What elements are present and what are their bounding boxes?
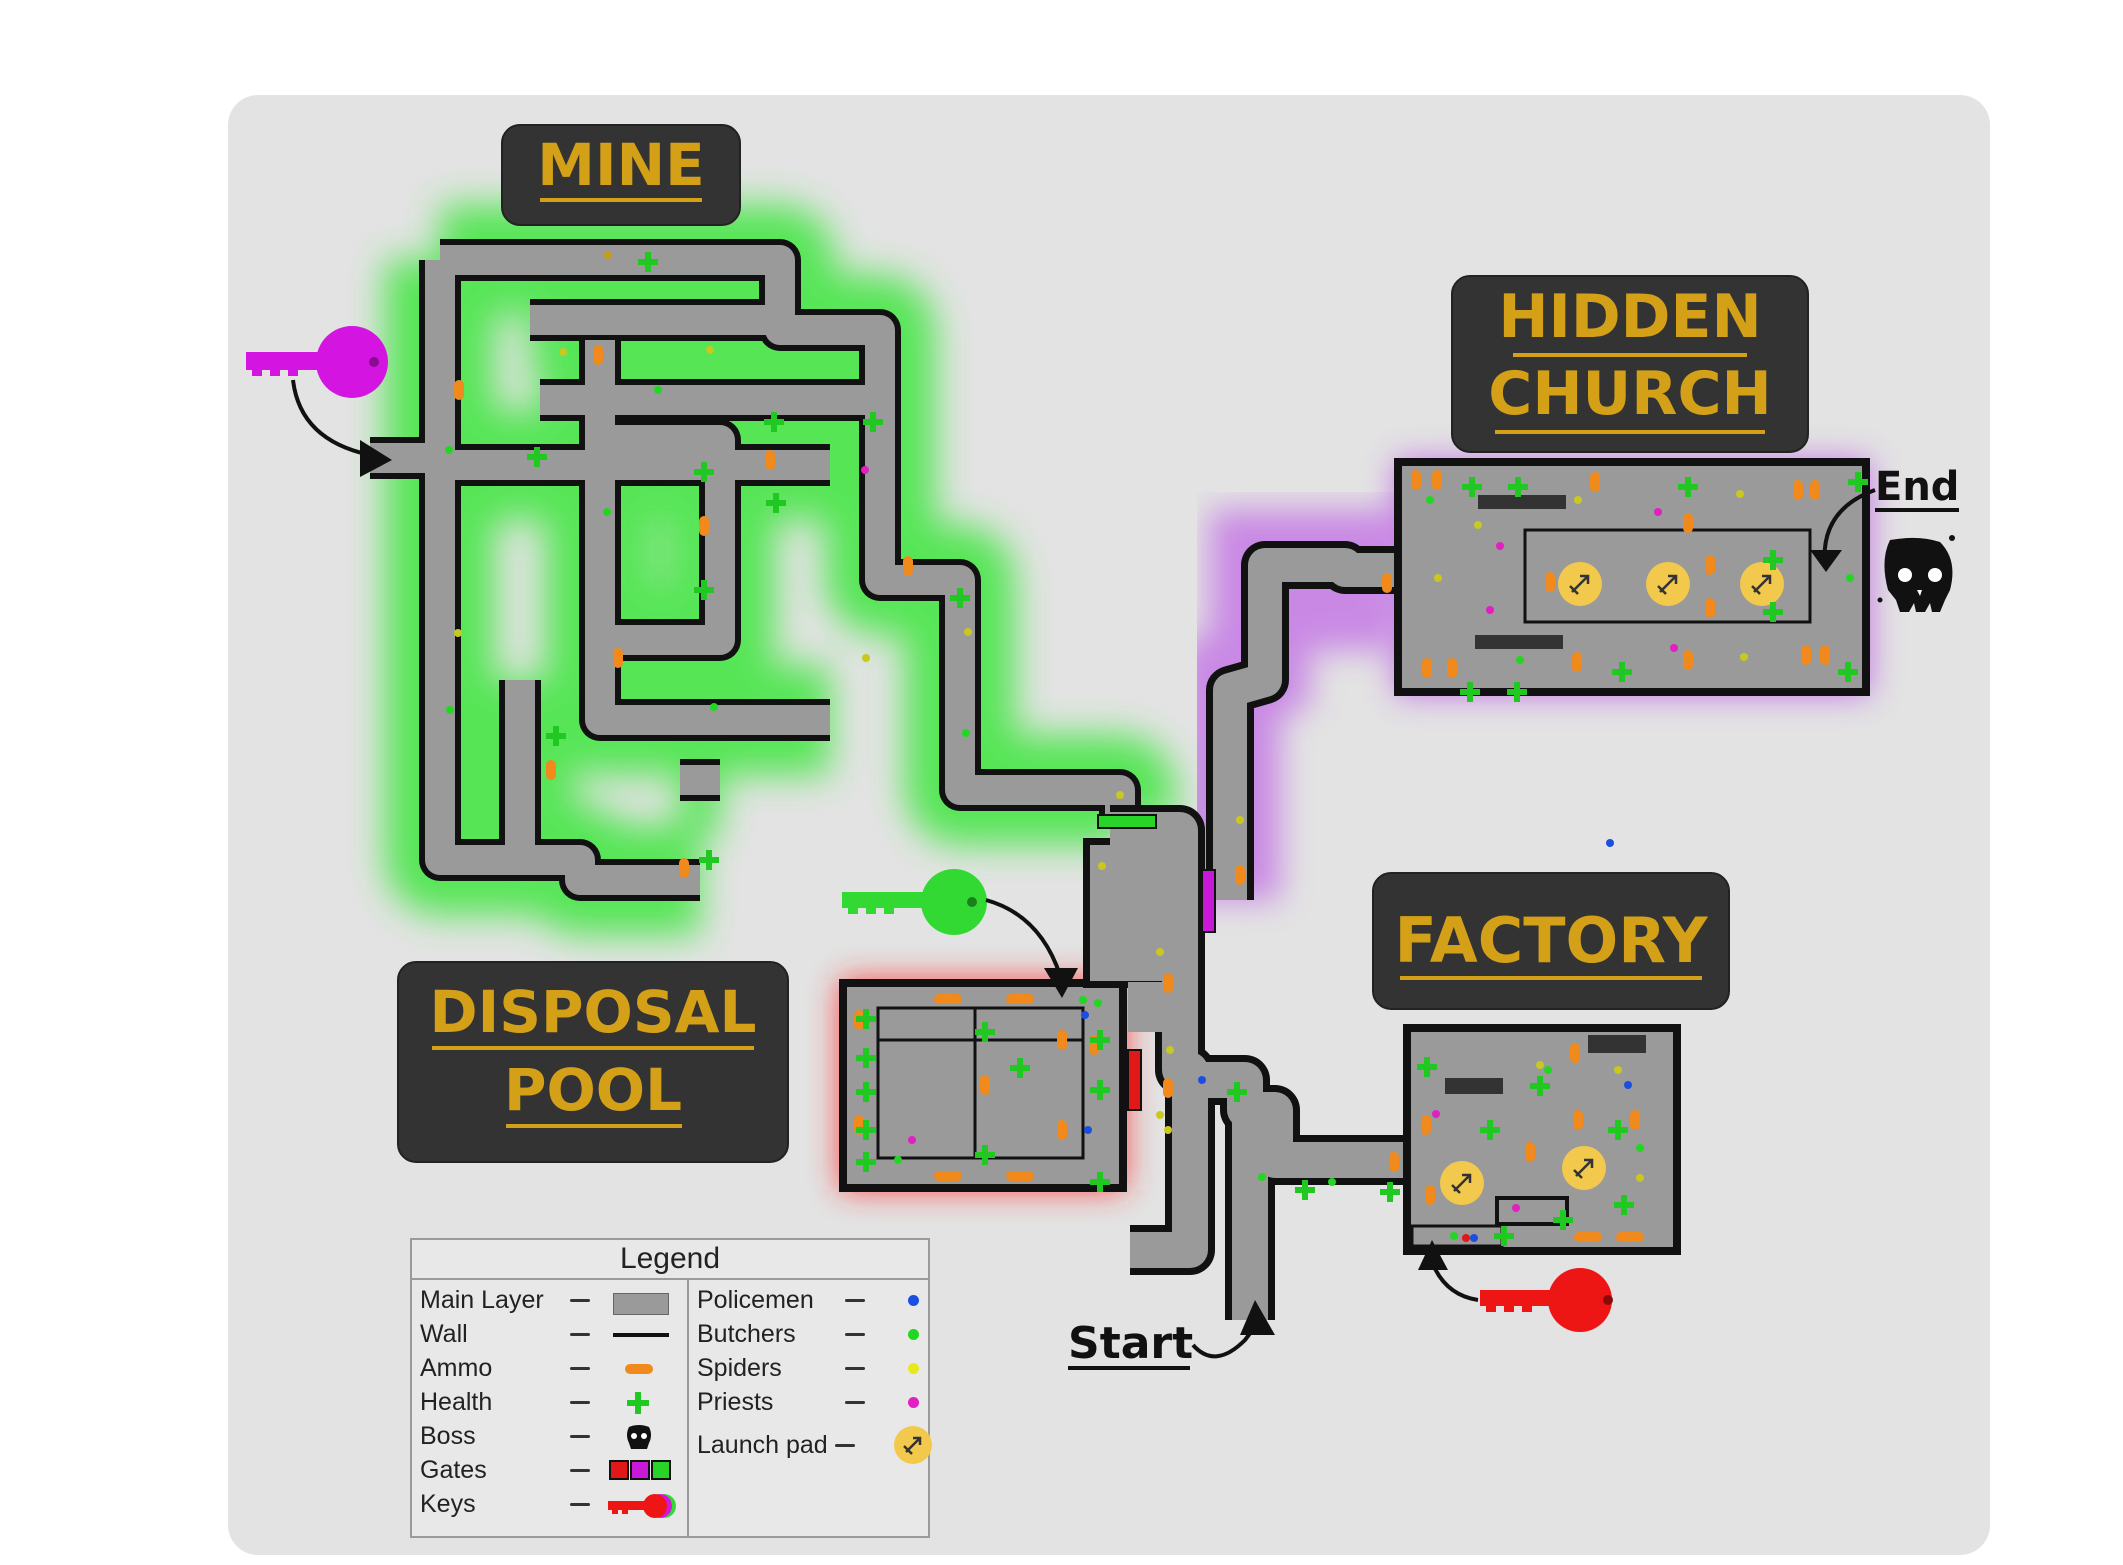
legend-item-ammo: Ammo	[420, 1353, 653, 1383]
dash	[845, 1333, 865, 1336]
svg-text:HIDDEN: HIDDEN	[1498, 282, 1761, 352]
start-arrow	[1191, 1318, 1262, 1359]
dash	[845, 1401, 865, 1404]
legend-label: Gates	[420, 1456, 487, 1484]
factory-label: FACTORY	[1372, 872, 1730, 1010]
legend-label: Main Layer	[420, 1286, 544, 1314]
green-dot-icon	[908, 1329, 919, 1340]
skull-icon	[627, 1425, 651, 1449]
legend-label: Keys	[420, 1490, 476, 1518]
mine-label: MINE	[501, 124, 741, 226]
magenta-gate	[1201, 869, 1216, 933]
blue-dot-icon	[908, 1295, 919, 1306]
dash	[570, 1469, 590, 1472]
hidden-church-label: HIDDEN CHURCH	[1451, 275, 1809, 453]
legend-left-column: Main Layer Wall Ammo Health Boss	[412, 1280, 689, 1536]
disposal-pool-label: DISPOSAL POOL	[397, 961, 789, 1163]
legend-item-policemen: Policemen	[697, 1285, 919, 1315]
dash	[570, 1333, 590, 1336]
legend-label: Launch pad	[697, 1431, 828, 1459]
svg-text:FACTORY: FACTORY	[1395, 904, 1709, 977]
legend-item-wall: Wall	[420, 1319, 669, 1349]
legend-label: Health	[420, 1388, 493, 1416]
start-label: Start	[1068, 1318, 1193, 1369]
yellow-dot-icon	[908, 1363, 919, 1374]
dash	[570, 1435, 590, 1438]
dash	[845, 1299, 865, 1302]
gate-squares-icon	[609, 1460, 671, 1480]
dash	[570, 1367, 590, 1370]
legend-item-boss: Boss	[420, 1421, 651, 1451]
disposal-pool-zone	[839, 979, 1127, 1192]
legend-label: Boss	[420, 1422, 476, 1450]
legend-item-butchers: Butchers	[697, 1319, 919, 1349]
legend-label: Priests	[697, 1388, 774, 1416]
svg-text:DISPOSAL: DISPOSAL	[430, 978, 757, 1046]
dash	[570, 1401, 590, 1404]
legend-item-launch-pad: Launch pad	[697, 1426, 932, 1464]
green-cross-icon	[627, 1392, 649, 1414]
rocket-pad-icon	[894, 1426, 932, 1464]
legend-title: Legend	[412, 1240, 928, 1280]
stray-enemy-dot	[1606, 839, 1614, 847]
legend-label: Wall	[420, 1320, 468, 1348]
legend-item-health: Health	[420, 1387, 649, 1417]
end-label: End	[1875, 464, 1959, 510]
legend-label: Butchers	[697, 1320, 796, 1348]
green-gate	[1097, 814, 1157, 829]
legend-panel: Legend Main Layer Wall Ammo Health	[410, 1238, 932, 1538]
dash	[570, 1299, 590, 1302]
legend-label: Ammo	[420, 1354, 493, 1382]
legend-item-priests: Priests	[697, 1387, 919, 1417]
legend-item-keys: Keys	[420, 1489, 676, 1519]
green-key-icon	[842, 869, 1078, 998]
svg-text:MINE: MINE	[537, 131, 704, 199]
factory-zone	[1380, 1024, 1681, 1255]
dash	[845, 1367, 865, 1370]
magenta-key-icon	[246, 326, 392, 477]
svg-text:CHURCH: CHURCH	[1488, 359, 1771, 429]
legend-item-spiders: Spiders	[697, 1353, 919, 1383]
hidden-church-zone	[1180, 458, 1870, 900]
dash	[570, 1503, 590, 1506]
legend-right-column: Policemen Butchers Spiders Priests Launc	[689, 1280, 932, 1536]
gray-rectangle-icon	[613, 1293, 669, 1315]
mine-zone	[370, 205, 1175, 935]
keys-icon	[608, 1494, 676, 1518]
orange-bullet-icon	[625, 1364, 653, 1374]
legend-label: Spiders	[697, 1354, 782, 1382]
legend-item-main-layer: Main Layer	[420, 1285, 669, 1315]
svg-text:POOL: POOL	[504, 1056, 682, 1124]
legend-item-gates: Gates	[420, 1455, 671, 1485]
red-key-icon	[1418, 1240, 1613, 1332]
dash	[835, 1444, 855, 1447]
central-hub	[1083, 805, 1614, 1320]
legend-label: Policemen	[697, 1286, 814, 1314]
red-gate	[1127, 1049, 1142, 1111]
magenta-dot-icon	[908, 1397, 919, 1408]
boss-skull-icon	[1877, 535, 1955, 612]
black-line-icon	[613, 1333, 669, 1337]
